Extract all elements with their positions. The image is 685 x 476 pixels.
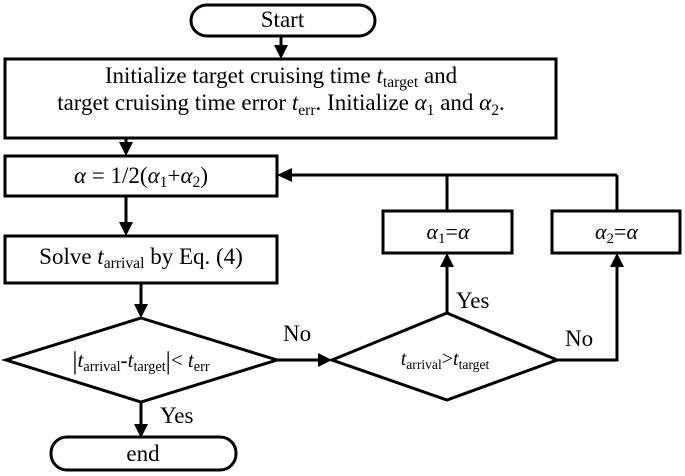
node-start-shape[interactable] — [189, 3, 377, 38]
arrowhead-decision-compare-yes — [440, 253, 454, 267]
arrowhead-initialize-to-alpha — [119, 142, 133, 156]
edge-label-err-yes: Yes — [160, 403, 194, 428]
arrowhead-alpha-to-solve — [119, 222, 133, 236]
node-set-alpha2-shape[interactable] — [550, 209, 682, 255]
node-initialize-shape[interactable] — [3, 57, 558, 140]
node-set-alpha1-shape[interactable] — [381, 209, 514, 255]
node-decision-compare-shape[interactable] — [327, 311, 562, 402]
arrowhead-decision-err-no — [318, 353, 332, 367]
node-solve-shape[interactable] — [3, 234, 279, 285]
arrowhead-decision-compare-no — [610, 253, 624, 267]
node-end-shape[interactable] — [49, 435, 238, 472]
edge-decision-compare-no — [557, 263, 619, 362]
edge-label-err-no: No — [283, 321, 312, 346]
edge-label-compare-yes: Yes — [456, 288, 490, 313]
edge-label-compare-no: No — [565, 326, 594, 351]
node-decision-err-shape[interactable] — [0, 316, 283, 404]
arrowhead-start-to-initialize — [274, 45, 288, 59]
arrowhead-decision-err-yes — [134, 424, 148, 438]
arrowhead-feedback-to-alpha-update — [277, 168, 292, 182]
arrowhead-solve-to-decision-err — [134, 304, 148, 318]
node-alpha-update-shape[interactable] — [3, 154, 279, 198]
